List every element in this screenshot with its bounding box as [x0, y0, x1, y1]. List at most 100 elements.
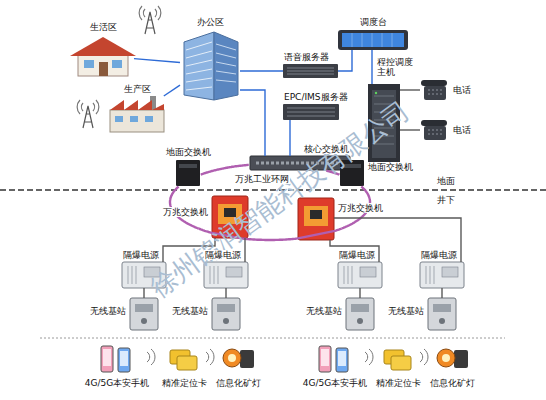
device-label: 隔爆电源: [420, 250, 458, 260]
device-label: 核心交换机: [303, 144, 350, 154]
base-station-part: [135, 304, 153, 312]
device-label: 地面交换机: [367, 162, 414, 172]
flameproof-power-part: [226, 267, 242, 277]
base-station-part: [346, 298, 374, 330]
terminal-group-part: [321, 349, 329, 366]
connector: [400, 89, 420, 90]
phone-node: 电话: [420, 78, 448, 102]
device-label: 隔爆电源: [204, 250, 242, 260]
office-building: [184, 32, 238, 100]
flameproof-power-part: [420, 262, 464, 288]
cell-tower: [139, 6, 161, 34]
connector: [338, 50, 352, 71]
office-building-part: [184, 32, 214, 100]
flameproof-power-part: [128, 266, 136, 284]
terminal-group-part: [228, 354, 236, 362]
flameproof-power-part: [426, 266, 434, 284]
device-label: 万兆交换机: [162, 207, 209, 217]
separator-line: [40, 338, 505, 339]
device-label: 无线基站: [89, 306, 127, 316]
ground-switch-node: 地面交换机: [340, 160, 364, 186]
terminal-group: [319, 346, 468, 372]
cell-tower: [77, 100, 99, 128]
device-label: 4G/5G本安手机: [302, 378, 368, 388]
ground-switch: [176, 160, 200, 186]
terminal-group-part: [319, 346, 331, 372]
terminal-group-part: [177, 356, 197, 370]
terminal-group-part: [118, 348, 130, 372]
server-node: 语音服务器: [283, 64, 338, 78]
factory-icon-part: [110, 100, 164, 110]
base-station-part: [141, 318, 147, 324]
voice-server: [283, 64, 338, 78]
office-building-part: [186, 42, 212, 90]
voice-server-part: [287, 68, 334, 74]
base-station: [346, 298, 374, 330]
dispatch-console-part: [338, 30, 408, 50]
ground-switch-part: [179, 164, 197, 168]
base-station-part: [130, 298, 158, 330]
house-icon-part: [84, 60, 94, 68]
base-station-part: [212, 298, 240, 330]
connector: [359, 288, 360, 298]
cell-tower-part: [145, 12, 155, 34]
dispatch-console-part: [342, 33, 404, 47]
connector: [371, 50, 372, 84]
device-label: EPC/IMS服务器: [283, 92, 349, 102]
epc-ims-server: [283, 104, 339, 120]
terminal-group-part: [454, 350, 468, 368]
office-building-part: [214, 32, 238, 100]
connector: [441, 288, 442, 298]
connector: [400, 129, 420, 130]
terminal-group-part: [365, 349, 373, 365]
device-label: 无线基站: [171, 306, 209, 316]
flameproof-power-part: [442, 267, 458, 277]
base-station-part: [223, 318, 229, 324]
base-station-part: [357, 318, 363, 324]
terminal-group-part: [442, 354, 450, 362]
office-node: 办公区: [180, 30, 240, 100]
base-station-part: [428, 298, 456, 330]
device-label: 语音服务器: [283, 52, 330, 62]
terminal-group-part: [101, 346, 113, 372]
factory-icon-part: [130, 116, 138, 122]
dispatch-console-part: [352, 33, 392, 47]
voice-server-part: [283, 64, 338, 78]
base-station-node: 无线基站: [346, 298, 374, 330]
base-station: [130, 298, 158, 330]
telephone: [421, 120, 447, 140]
connector: [334, 218, 461, 262]
connector: [240, 90, 265, 156]
office-building-part: [216, 44, 236, 82]
ring-switch-part: [304, 206, 328, 226]
power-node: 隔爆电源: [122, 262, 166, 288]
house-icon-part: [70, 37, 136, 56]
connector: [164, 85, 180, 96]
terminal-node: 4G/5G本安手机: [318, 344, 352, 374]
device-label: 信息化矿灯: [215, 378, 262, 388]
factory-icon-part: [110, 110, 164, 132]
connector: [289, 120, 290, 156]
flameproof-power: [338, 262, 382, 288]
device-label: 精准定位卡: [161, 378, 208, 388]
device-label: 生产区: [123, 84, 152, 94]
telephone: [421, 80, 447, 100]
device-label: 万兆交换机: [337, 203, 384, 213]
core-switch-node: 核心交换机: [250, 156, 350, 170]
base-station-node: 无线基站: [428, 298, 456, 330]
terminal-node: 信息化矿灯: [434, 344, 470, 374]
device-label: 调度台: [359, 17, 388, 27]
base-station-part: [217, 304, 235, 312]
base-station-part: [433, 304, 451, 312]
house-icon-part: [112, 60, 122, 68]
device-label: 隔爆电源: [122, 250, 160, 260]
terminal-node: 精准定位卡: [170, 348, 198, 372]
house-node: 生活区: [72, 36, 134, 76]
house-icon-part: [78, 54, 128, 76]
dispatch-host-cabinet-part: [375, 92, 377, 94]
telephone-part: [428, 130, 442, 134]
device-label: 精准定位卡: [375, 378, 422, 388]
device-label: 办公区: [196, 17, 225, 27]
telephone-part: [428, 90, 442, 94]
